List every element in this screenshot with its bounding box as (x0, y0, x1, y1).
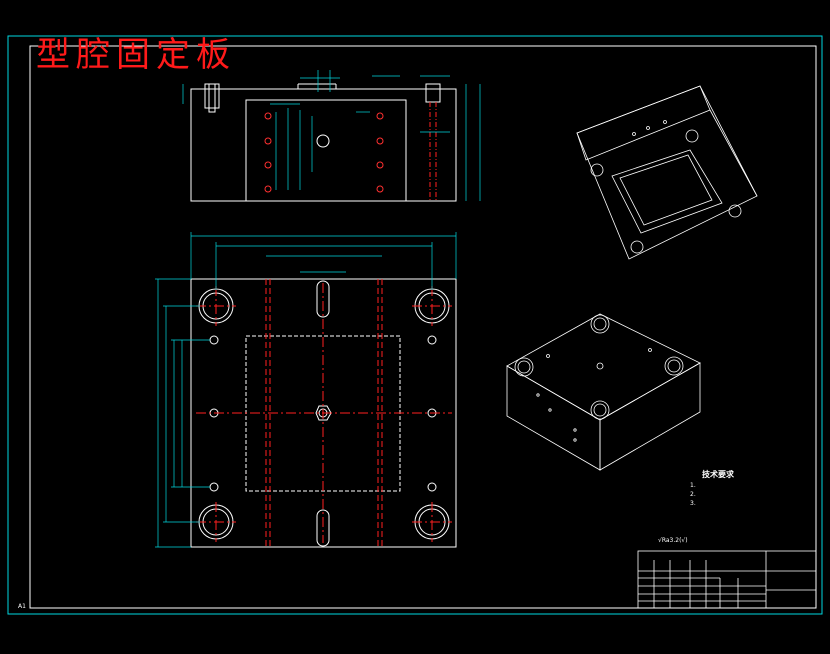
note-item: 2. (690, 491, 696, 498)
sheet-size-label: A1 (18, 603, 26, 610)
front-section-view (182, 70, 481, 202)
outer-frame (7, 35, 823, 615)
roughness-symbol: √Ra3.2(√) (658, 537, 688, 544)
note-item: 1. (690, 482, 696, 489)
centerlines (196, 283, 452, 543)
isometric-view-underside (576, 85, 758, 260)
top-plan-view (155, 232, 457, 548)
guide-pillar-holes (198, 288, 450, 540)
note-item: 3. (690, 500, 696, 507)
isometric-view-top (506, 313, 701, 471)
front-view-holes (264, 112, 384, 193)
drawing-title: 型腔固定板 (36, 35, 236, 75)
title-block (637, 550, 817, 609)
inner-frame (29, 45, 817, 609)
notes-heading: 技术要求 (702, 470, 734, 479)
technical-notes: 技术要求 1. 2. 3. (690, 470, 734, 508)
